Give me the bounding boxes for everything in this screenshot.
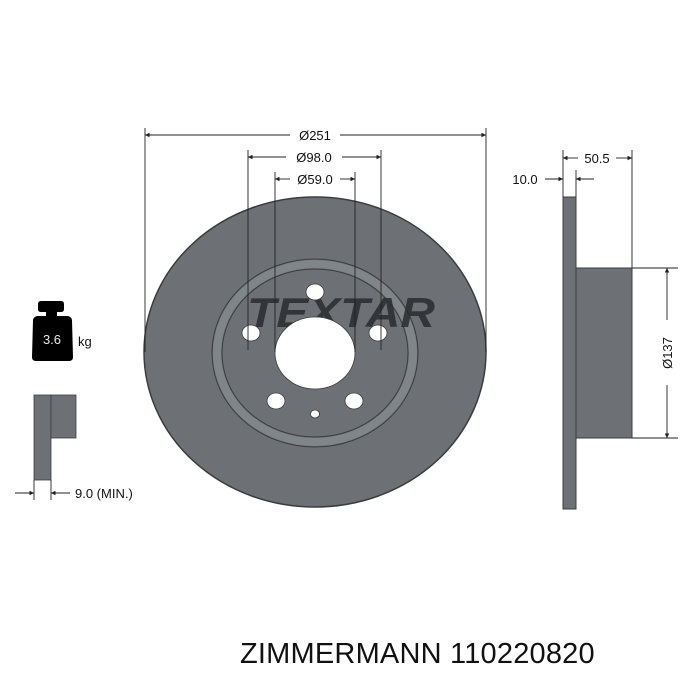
bolt-hole (305, 283, 325, 301)
product-caption: ZIMMERMANN 110220820 (240, 638, 595, 671)
weight-icon (32, 301, 73, 361)
min-thickness-plate (33, 394, 52, 481)
min-thickness-hat (50, 394, 77, 439)
side-dimension-lines (545, 155, 670, 438)
overall-height-label: 50.5 (584, 151, 609, 166)
center-bore-label: Ø59.0 (297, 172, 332, 187)
outer-diameter-label: Ø251 (299, 128, 331, 143)
caption-part-number: 110220820 (450, 638, 595, 670)
weight-unit: kg (78, 334, 92, 349)
min-thickness-label: 9.0 (MIN.) (75, 486, 133, 501)
bolt-circle-label: Ø98.0 (296, 150, 331, 165)
bolt-hole (344, 392, 364, 410)
hat-diameter-label: Ø137 (660, 337, 675, 369)
hat-ring-outer (211, 258, 419, 448)
pilot-hole (310, 409, 320, 419)
dimension-lines (145, 132, 486, 182)
bolt-hole (241, 324, 261, 342)
disc-plate-profile (562, 196, 577, 510)
bolt-holes (241, 283, 388, 419)
side-view: 50.5 10.0 Ø137 (512, 150, 678, 510)
extension-lines (144, 128, 487, 352)
center-bore (274, 316, 356, 390)
disc-thickness-label: 10.0 (512, 172, 537, 187)
bolt-hole (368, 324, 388, 342)
side-extension-lines (562, 150, 678, 439)
weight-value: 3.6 (43, 332, 61, 347)
hat-ring-band (213, 260, 417, 446)
bolt-hole (266, 392, 286, 410)
front-view: TEXTAR Ø251 (143, 128, 487, 508)
weight-indicator: 3.6 kg (32, 301, 92, 361)
hat-profile (575, 267, 633, 439)
min-thickness-indicator: 9.0 (MIN.) (15, 394, 133, 501)
caption-brand: ZIMMERMANN (240, 638, 442, 670)
